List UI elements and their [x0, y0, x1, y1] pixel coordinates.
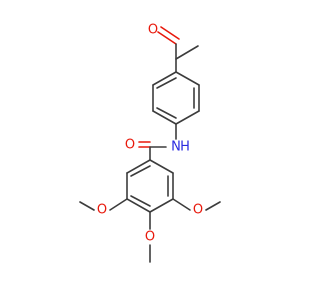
- bond-ketone-double-a: [157, 31, 177, 45]
- bond-ketone-double-b: [160, 26, 180, 40]
- atom-n-amide: N: [171, 140, 181, 155]
- bond-ring1-f: [152, 71, 177, 86]
- bond-meo-left-ring: [109, 198, 128, 211]
- atom-h-amide: H: [180, 140, 190, 155]
- bond-ring1-d: [152, 110, 177, 125]
- bond-ring2-d: [126, 198, 151, 213]
- bond-ring1-d-inner: [156, 107, 177, 119]
- bond-ring2-a: [149, 159, 174, 174]
- bond-ring2-d-inner: [130, 195, 151, 207]
- bond-methyl-carbonyl: [175, 45, 199, 60]
- bond-ring1-c: [175, 110, 200, 125]
- atom-o-methoxy-right: O: [193, 203, 203, 218]
- atom-o-methoxy-bottom: O: [145, 230, 155, 245]
- bond-ring2-f-inner: [130, 165, 151, 177]
- bond-meo-left-methyl: [79, 201, 95, 211]
- atom-o-methoxy-left: O: [97, 203, 107, 218]
- bond-meo-right-ring: [172, 198, 191, 211]
- structure-canvas: O N H O O O O: [79, 23, 221, 263]
- bond-ring1-f-inner: [156, 77, 177, 89]
- bond-meo-right-methyl: [205, 201, 221, 211]
- atom-o-ketone: O: [148, 23, 158, 38]
- atom-o-amide: O: [125, 138, 135, 153]
- bond-ring2-c: [149, 198, 174, 213]
- bond-ring2-f: [126, 159, 151, 174]
- molecule-structure: O N H O O O O: [79, 23, 221, 263]
- bond-ring1-a: [175, 71, 200, 86]
